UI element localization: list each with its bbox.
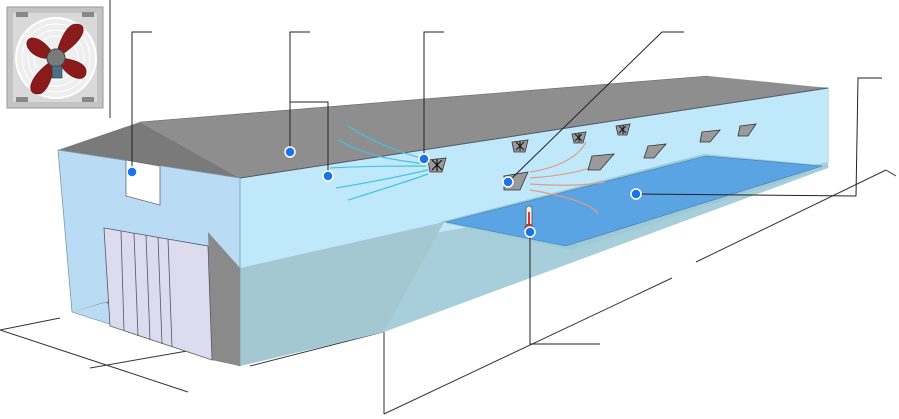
front-wall-right-floor: [208, 232, 240, 366]
leader-lines: [131, 31, 882, 345]
airflow-cool: [329, 125, 429, 201]
ceiling-fan-icon: [427, 123, 631, 173]
side-wall-ground: [240, 222, 444, 366]
marker-thermometer: [524, 226, 536, 238]
pool: [445, 155, 823, 247]
callout-markers: [126, 146, 642, 238]
exhaust-fan-icon: [6, 6, 104, 109]
marker-fan: [418, 153, 430, 165]
roof-front: [58, 122, 240, 178]
roof-main: [140, 76, 828, 178]
marker-window: [126, 166, 138, 178]
marker-pool: [630, 188, 642, 200]
sliding-door: [103, 227, 213, 361]
marker-air: [322, 170, 334, 182]
marker-roof: [284, 146, 296, 158]
marker-heater: [502, 176, 514, 188]
